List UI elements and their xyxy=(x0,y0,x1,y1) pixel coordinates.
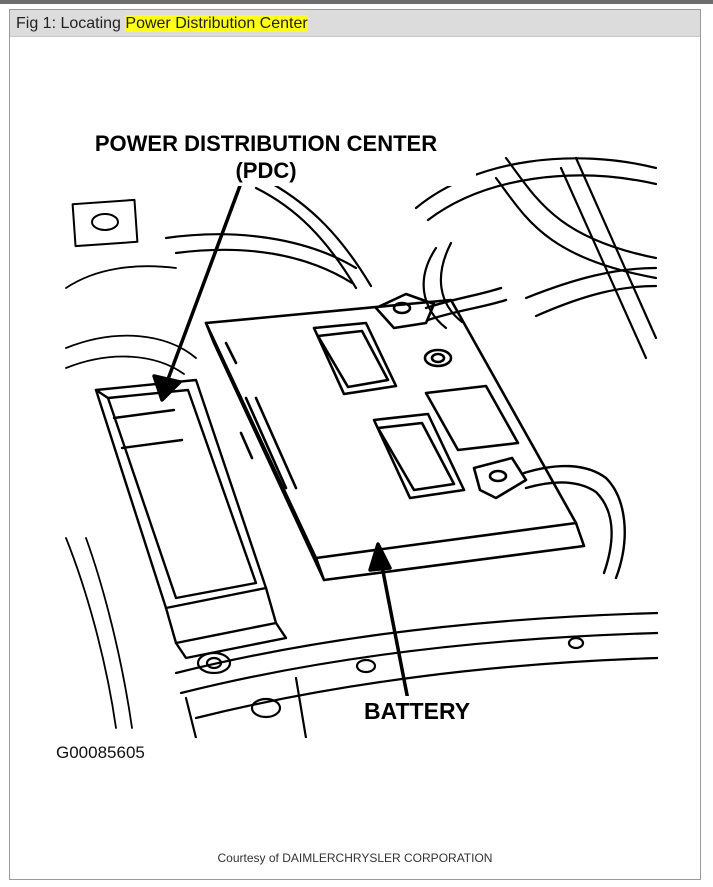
caption-highlight-term: Power Distribution Center xyxy=(125,15,308,32)
pdc-callout-label: POWER DISTRIBUTION CENTER (PDC) xyxy=(56,128,476,186)
pdc-leader-arrow xyxy=(152,181,243,402)
battery-callout-label: BATTERY xyxy=(356,696,479,726)
battery-leader-arrow xyxy=(368,542,410,702)
figure-caption-bar: Fig 1: Locating Power Distribution Cente… xyxy=(10,10,700,37)
mounting-bracket xyxy=(71,198,139,248)
engine-bay-illustration: POWER DISTRIBUTION CENTER (PDC) BATTERY xyxy=(56,118,658,738)
caption-prefix: Fig 1: Locating xyxy=(16,15,126,32)
fender-lines xyxy=(65,265,197,729)
crossmember xyxy=(174,611,658,738)
engine-bay-line-drawing xyxy=(65,156,658,738)
figure-id: G00085605 xyxy=(56,743,145,762)
courtesy-credit: Courtesy of DAIMLERCHRYSLER CORPORATION xyxy=(217,851,493,865)
top-edge-strip xyxy=(0,0,713,4)
pdc-callout-line1: POWER DISTRIBUTION CENTER xyxy=(94,131,438,156)
battery-cables xyxy=(424,286,626,580)
pdc-callout-line2: (PDC) xyxy=(235,158,297,183)
figure-frame: Fig 1: Locating Power Distribution Cente… xyxy=(9,9,701,880)
hoses-and-wiring xyxy=(164,156,658,360)
battery xyxy=(204,292,586,582)
